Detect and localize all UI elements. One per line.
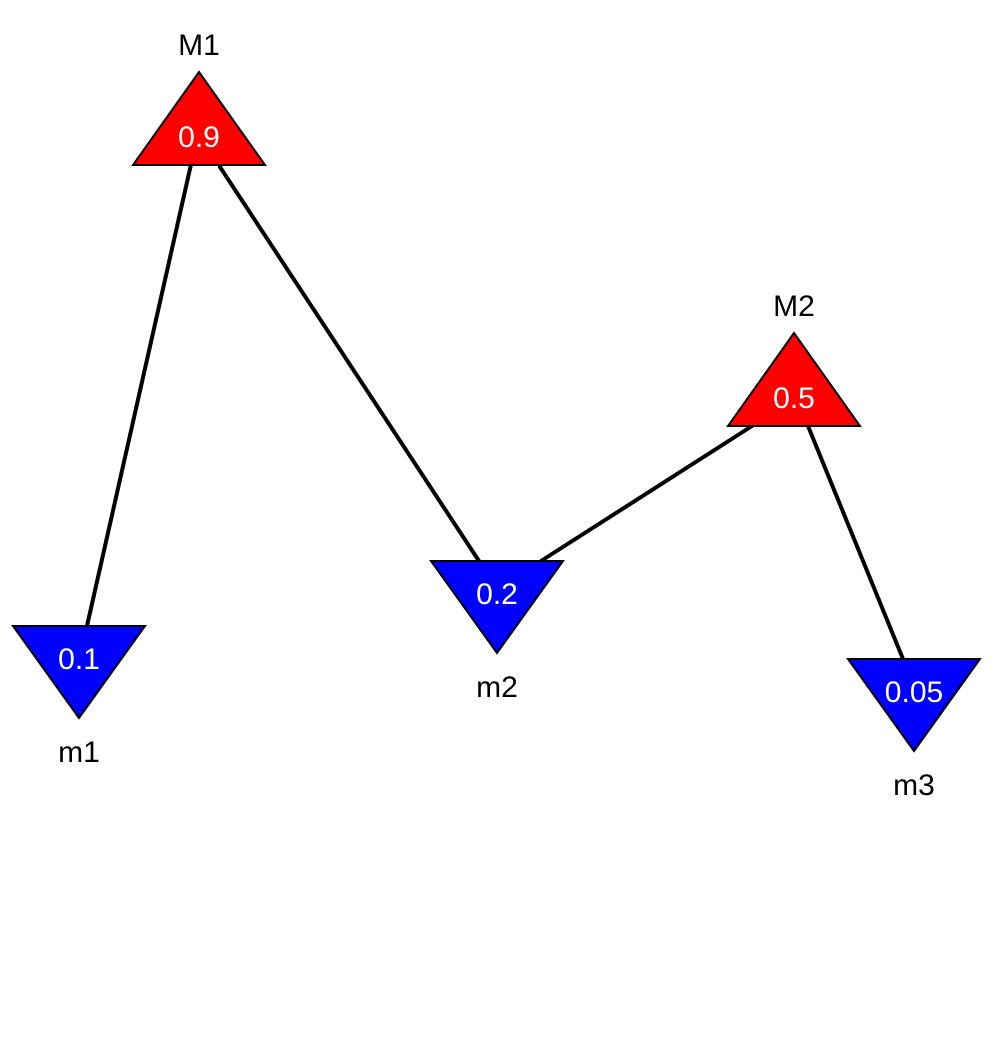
minimum-triangle-m1 (11, 625, 147, 720)
node-m2: 0.2 m2 (429, 560, 565, 704)
node-value-m3: 0.05 (885, 676, 943, 709)
node-value-m1: 0.9 (178, 121, 220, 154)
edge-m2-m3 (806, 424, 905, 661)
node-m2: 0.5 M2 (726, 290, 862, 427)
node-value-m1: 0.1 (58, 643, 100, 676)
node-m3: 0.05 m3 (846, 658, 982, 802)
node-name-m3: m3 (893, 769, 935, 802)
nodes-layer: 0.9 M1 0.1 m1 0.2 m2 0.5 M2 0.05 m3 (11, 29, 982, 802)
edge-m1-m1 (85, 158, 194, 628)
maximum-triangle-m1 (131, 70, 267, 166)
node-name-m2: m2 (476, 671, 518, 704)
minimum-triangle-m2 (429, 560, 565, 655)
maximum-triangle-m2 (726, 331, 862, 427)
node-m1: 0.1 m1 (11, 625, 147, 769)
node-m1: 0.9 M1 (131, 29, 267, 166)
node-name-m1: m1 (58, 736, 100, 769)
node-name-m2: M2 (773, 290, 815, 323)
edge-m1-m2 (218, 165, 481, 563)
edges-layer (85, 158, 905, 661)
node-value-m2: 0.2 (476, 578, 518, 611)
node-name-m1: M1 (178, 29, 220, 62)
minimum-triangle-m3 (846, 658, 982, 753)
node-value-m2: 0.5 (773, 382, 815, 415)
edge-m2-m2 (539, 424, 754, 563)
